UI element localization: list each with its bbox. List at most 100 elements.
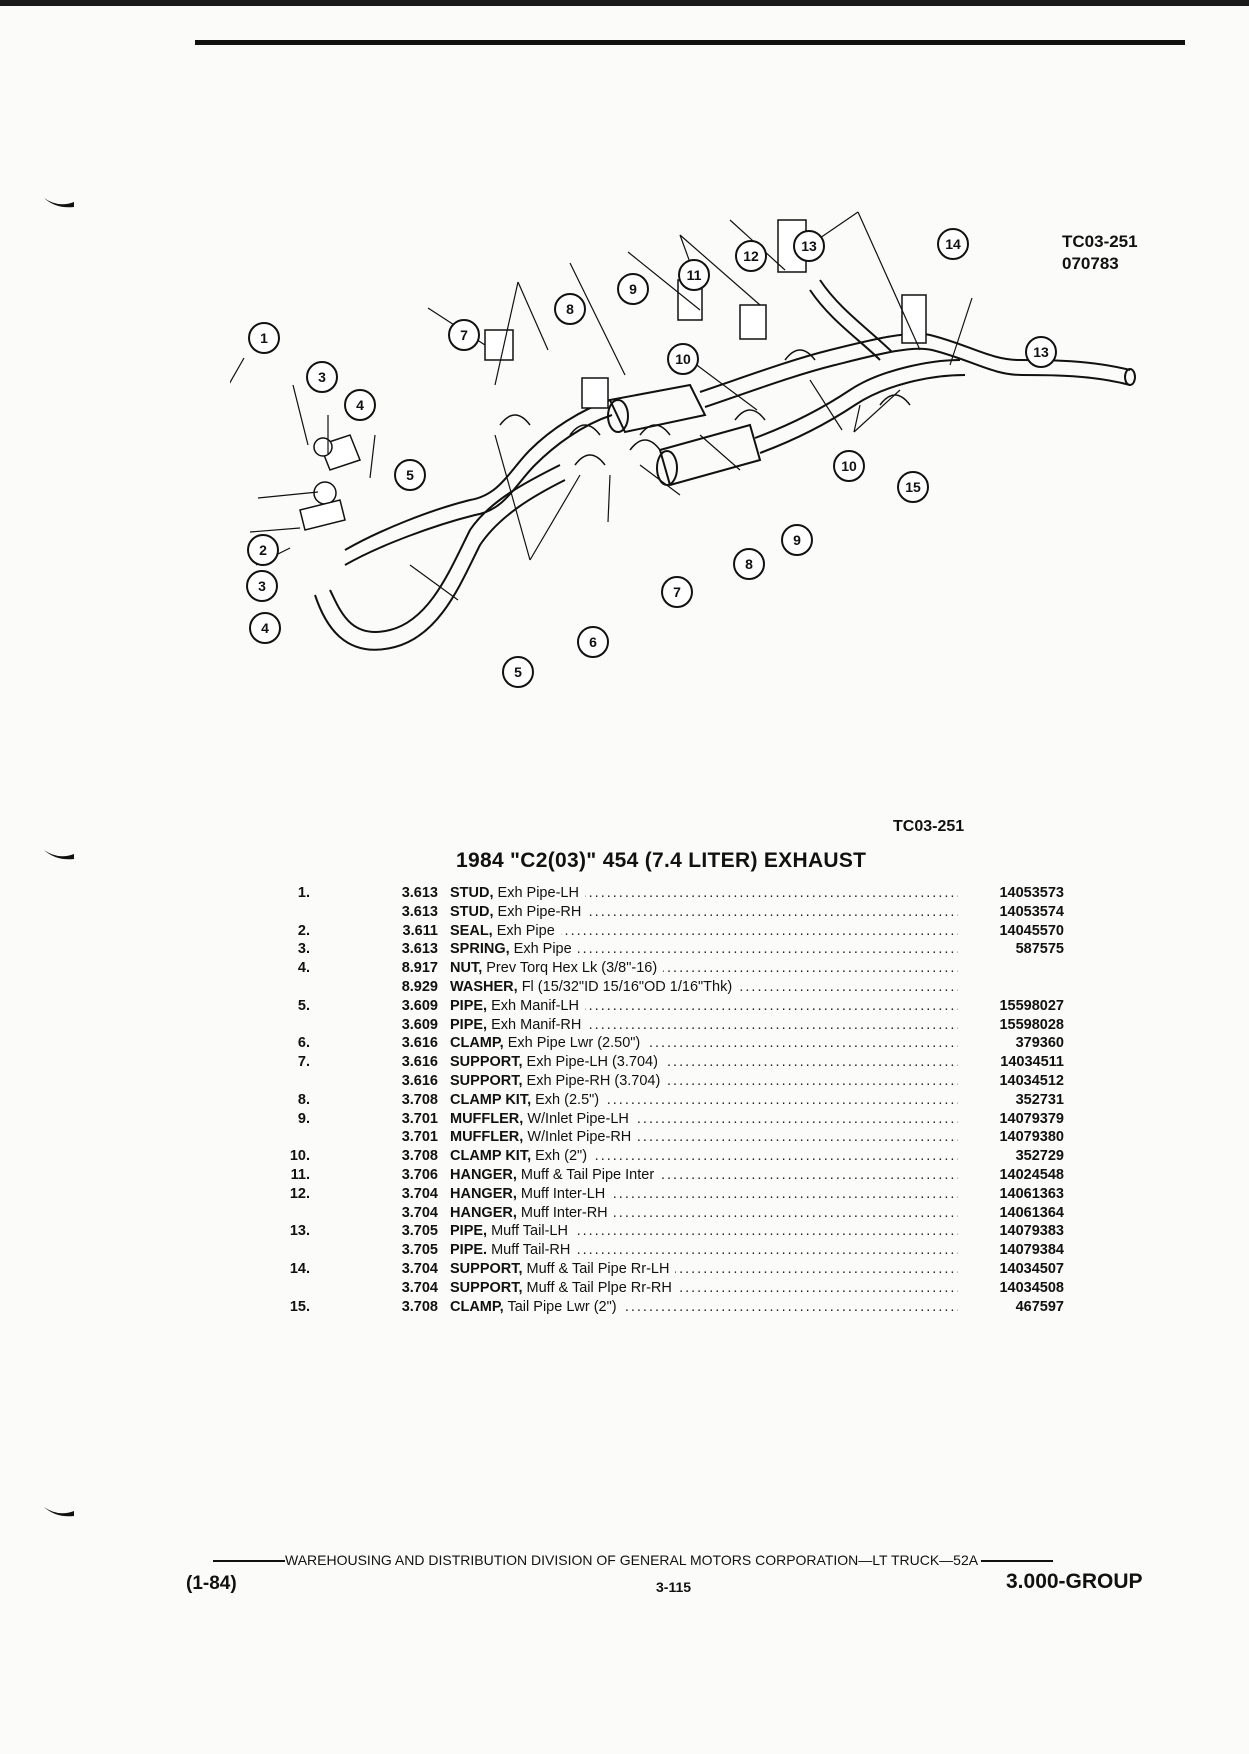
callout-label: 1 [260, 330, 268, 346]
part-number: 587575 [964, 940, 1064, 960]
callout-circle [448, 319, 480, 351]
callout-circle [502, 656, 534, 688]
callout-label: 13 [1033, 344, 1049, 360]
part-name: PIPE, [450, 1016, 488, 1033]
parts-row: 3.701...................................… [270, 1128, 1070, 1148]
part-detail: Exh (2.5") [531, 1091, 600, 1108]
parts-row: 9.3.701.................................… [270, 1109, 1070, 1129]
part-description: HANGER, Muff & Tail Pipe Inter [450, 1165, 661, 1185]
callout-6: 6 [577, 626, 609, 658]
part-name: SUPPORT, [450, 1054, 523, 1071]
callout-label: 7 [460, 327, 468, 343]
part-detail: Exh (2") [531, 1148, 588, 1165]
part-detail: W/Inlet Pipe-LH [523, 1110, 629, 1127]
callout-1: 1 [248, 322, 280, 354]
part-number: 352729 [964, 1147, 1064, 1166]
callout-2: 2 [247, 534, 279, 566]
parts-row: 3.613...................................… [270, 902, 1070, 922]
group-number: 3.616 [401, 1035, 438, 1052]
item-number: 12. [289, 1185, 310, 1202]
part-number: 14024548 [964, 1165, 1064, 1185]
callout-4: 4 [249, 612, 281, 644]
callout-12: 12 [735, 240, 767, 272]
part-number: 14053573 [964, 884, 1064, 903]
part-detail: Muff Inter-RH [516, 1204, 608, 1221]
callout-5: 5 [394, 459, 426, 491]
group-number: 3.613 [401, 903, 438, 920]
callout-14: 14 [937, 228, 969, 260]
callout-circle [678, 259, 710, 291]
part-name: STUD, [450, 885, 494, 901]
part-detail: W/Inlet Pipe-RH [523, 1129, 632, 1146]
item-number: 5. [297, 997, 310, 1014]
callout-label: 5 [514, 664, 522, 680]
item-number: 6. [297, 1035, 310, 1052]
callout-3: 3 [246, 570, 278, 602]
part-number: 14045570 [964, 921, 1064, 941]
callout-label: 11 [687, 267, 702, 283]
part-number: 14034507 [964, 1259, 1064, 1279]
part-detail: Exh Manif-RH [487, 1016, 582, 1033]
callout-circle [937, 228, 969, 260]
callout-7: 7 [448, 319, 480, 351]
part-detail: Exh Pipe-RH (3.704) [522, 1072, 661, 1089]
clamps [499, 349, 911, 466]
part-description: HANGER, Muff Inter-RH [450, 1203, 614, 1223]
parts-row: 4.8.917.................................… [270, 959, 1070, 978]
part-description: PIPE. Muff Tail-RH [450, 1241, 577, 1260]
part-number: 14079384 [964, 1241, 1064, 1260]
callout-4: 4 [344, 389, 376, 421]
parts-row: 13.3.705................................… [270, 1222, 1070, 1242]
callout-label: 4 [356, 397, 364, 413]
parts-row: 5.3.609.................................… [270, 996, 1070, 1016]
part-name: PIPE, [450, 1223, 488, 1240]
group-number: 3.704 [401, 1260, 438, 1277]
footer-division-text: WAREHOUSING AND DISTRIBUTION DIVISION OF… [285, 1552, 978, 1568]
item-number: 1. [297, 885, 310, 901]
part-detail: Muff & Tail Pipe Rr-LH [522, 1260, 670, 1277]
part-description: SUPPORT, Muff & Tail Plpe Rr-RH [450, 1278, 678, 1298]
part-detail: Exh Pipe [492, 922, 555, 939]
item-number: 4. [297, 960, 310, 977]
group-number: 3.708 [401, 1148, 438, 1165]
callout-circle [735, 240, 767, 272]
dot-leader: ........................................… [450, 1223, 958, 1240]
part-number: 14034512 [964, 1071, 1064, 1091]
footer-page-number: 3-115 [656, 1579, 692, 1595]
callout-circle [661, 576, 693, 608]
parts-row: 1.3.613.................................… [270, 884, 1070, 903]
figure-date-code: 070783 [1062, 254, 1119, 273]
binder-mark [44, 850, 74, 860]
callout-15: 15 [897, 471, 929, 503]
callout-label: 8 [566, 301, 574, 317]
part-detail: Exh Manif-LH [487, 997, 579, 1014]
group-number: 3.704 [401, 1204, 438, 1221]
header-rule [195, 40, 1185, 45]
part-name: CLAMP, [450, 1035, 504, 1052]
callout-circle [833, 450, 865, 482]
part-description: CLAMP KIT, Exh (2.5") [450, 1090, 606, 1110]
part-detail: Muff & Tail Pipe Inter [516, 1166, 655, 1183]
part-name: HANGER, [450, 1204, 517, 1221]
callout-label: 6 [589, 634, 597, 650]
part-detail: Exh Pipe-LH (3.704) [522, 1054, 658, 1071]
part-description: STUD, Exh Pipe-RH [450, 902, 588, 922]
part-number: 352731 [964, 1090, 1064, 1110]
callout-10: 10 [833, 450, 865, 482]
callout-circle [577, 626, 609, 658]
group-number: 3.613 [401, 941, 438, 958]
dot-leader: ........................................… [450, 922, 958, 939]
callout-circle [344, 389, 376, 421]
part-description: CLAMP, Exh Pipe Lwr (2.50") [450, 1034, 647, 1054]
part-description: PIPE, Exh Manif-RH [450, 1015, 588, 1035]
callout-label: 2 [259, 542, 267, 558]
callout-circle [394, 459, 426, 491]
parts-row: 3.609...................................… [270, 1015, 1070, 1035]
part-name: HANGER, [450, 1166, 517, 1183]
callout-label: 5 [406, 467, 414, 483]
part-description: MUFFLER, W/Inlet Pipe-LH [450, 1109, 635, 1129]
part-description: PIPE, Muff Tail-LH [450, 1222, 574, 1242]
parts-row: 2.3.611.................................… [270, 921, 1070, 941]
callout-circle [554, 293, 586, 325]
parts-row: 3.705...................................… [270, 1241, 1070, 1260]
